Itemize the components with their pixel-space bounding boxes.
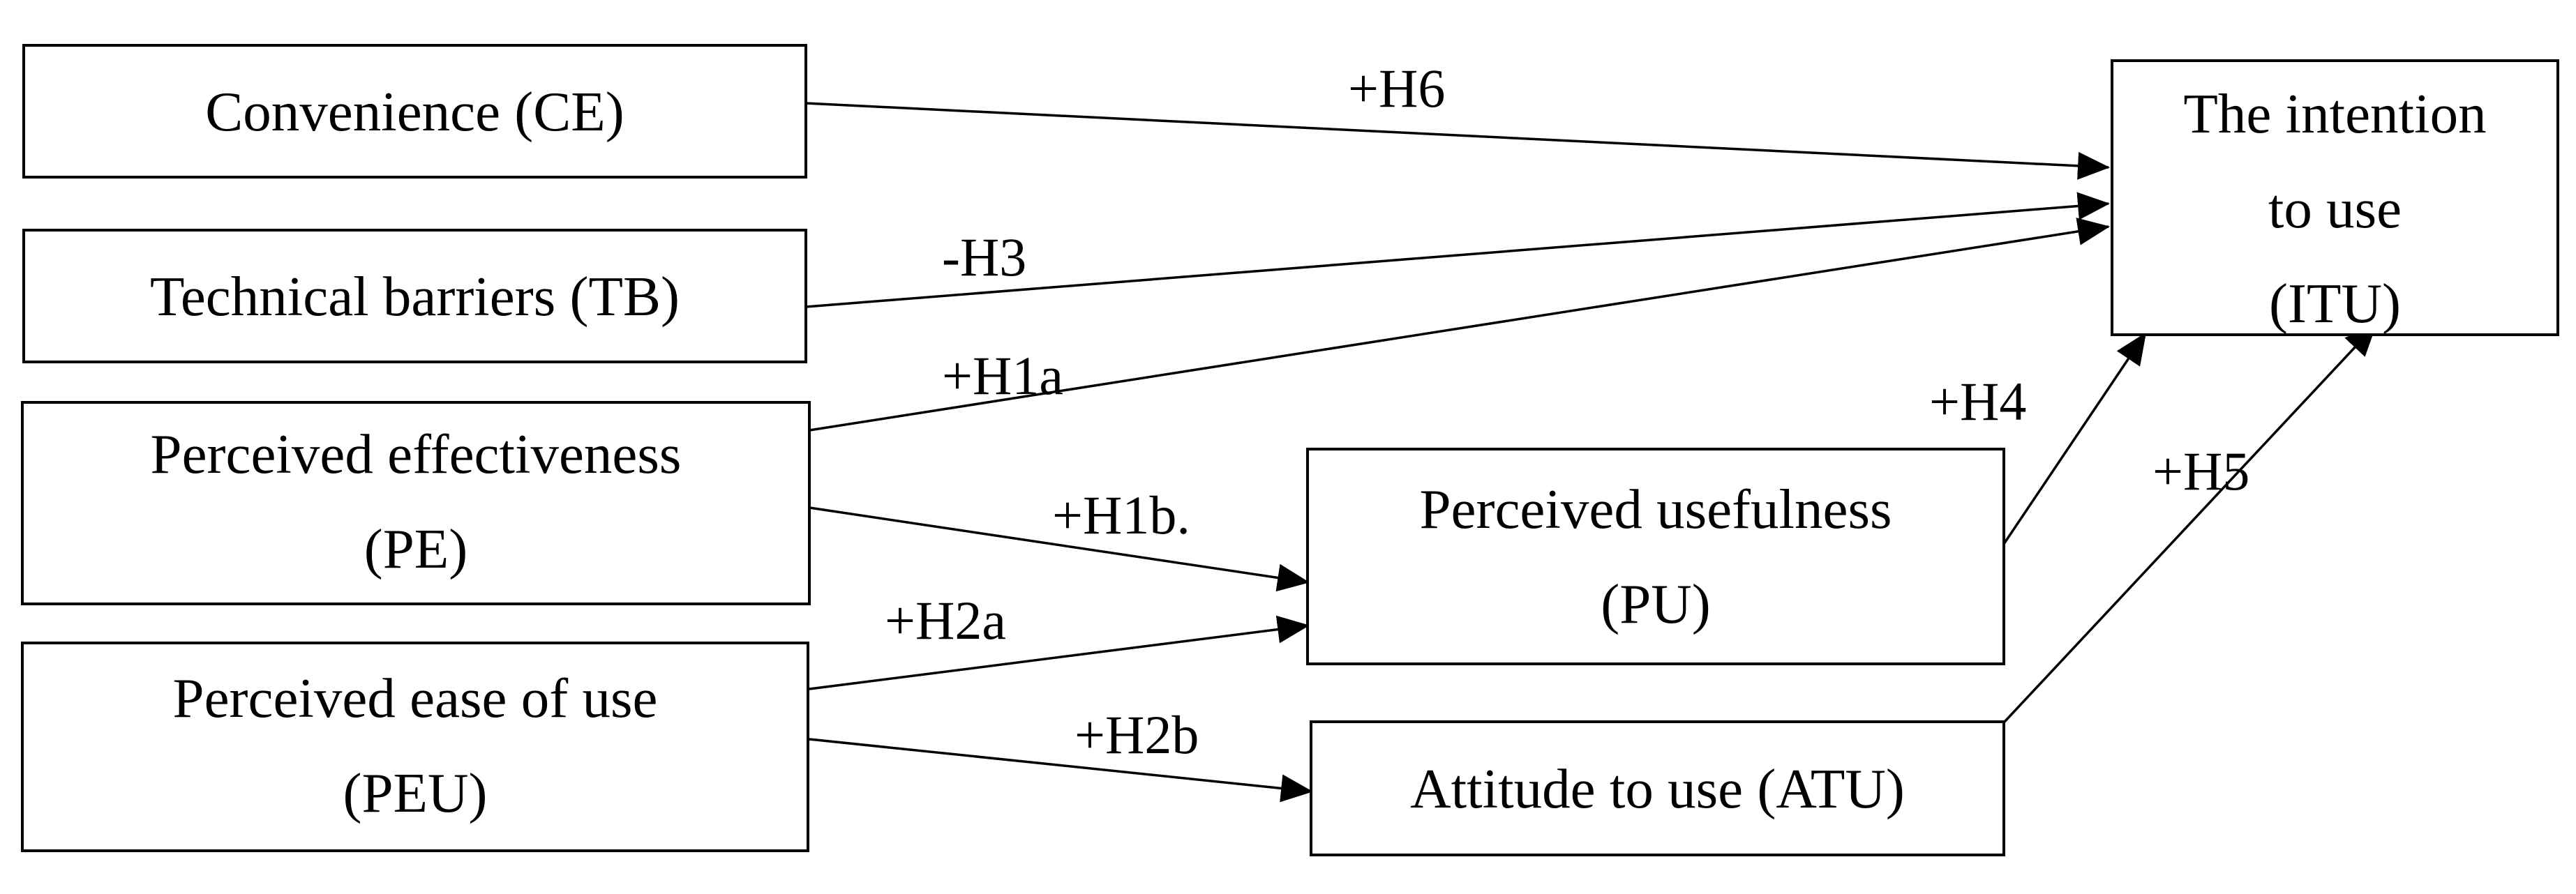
node-intention-to-use-label: The intention to use (ITU): [2183, 82, 2487, 335]
node-perceived-usefulness-label: Perceived usefulness (PU): [1419, 478, 1892, 635]
arrow-peu-to-atu: [809, 738, 1313, 803]
arrow-peu-to-pu: [809, 615, 1310, 690]
arrow-atu-to-itu: [2003, 324, 2377, 723]
node-attitude-to-use-label: Attitude to use (ATU): [1410, 757, 1905, 820]
edge-label-h5: +H5: [2152, 441, 2250, 501]
edge-label-h1b: +H1b.: [1052, 485, 1190, 545]
arrow-pe-to-itu: [809, 218, 2110, 432]
edge-label-h2b: +H2b: [1074, 704, 1199, 765]
node-perceived-usefulness: Perceived usefulness (PU): [1306, 448, 2005, 665]
arrow-tb-to-itu: [805, 192, 2110, 308]
node-intention-to-use: The intention to use (ITU): [2111, 59, 2559, 336]
arrow-pu-to-itu: [2002, 332, 2147, 545]
node-perceived-effectiveness-label: Perceived effectiveness (PE): [150, 423, 682, 580]
arrow-ce-to-itu: [805, 102, 2110, 180]
node-perceived-ease-of-use: Perceived ease of use (PEU): [21, 642, 809, 852]
edge-label-h2a: +H2a: [885, 590, 1006, 651]
node-technical-barriers-label: Technical barriers (TB): [150, 264, 680, 328]
edge-label-h1a: +H1a: [942, 345, 1063, 406]
node-perceived-ease-of-use-label: Perceived ease of use (PEU): [172, 667, 658, 824]
node-convenience: Convenience (CE): [22, 44, 807, 179]
arrow-pe-to-pu: [809, 506, 1310, 592]
edge-label-h4: +H4: [1929, 371, 2027, 432]
node-attitude-to-use: Attitude to use (ATU): [1310, 720, 2005, 856]
edge-label-h3: -H3: [942, 227, 1027, 287]
node-perceived-effectiveness: Perceived effectiveness (PE): [21, 401, 811, 605]
node-technical-barriers: Technical barriers (TB): [22, 229, 807, 363]
node-convenience-label: Convenience (CE): [205, 79, 624, 143]
edge-label-h6: +H6: [1348, 58, 1446, 119]
